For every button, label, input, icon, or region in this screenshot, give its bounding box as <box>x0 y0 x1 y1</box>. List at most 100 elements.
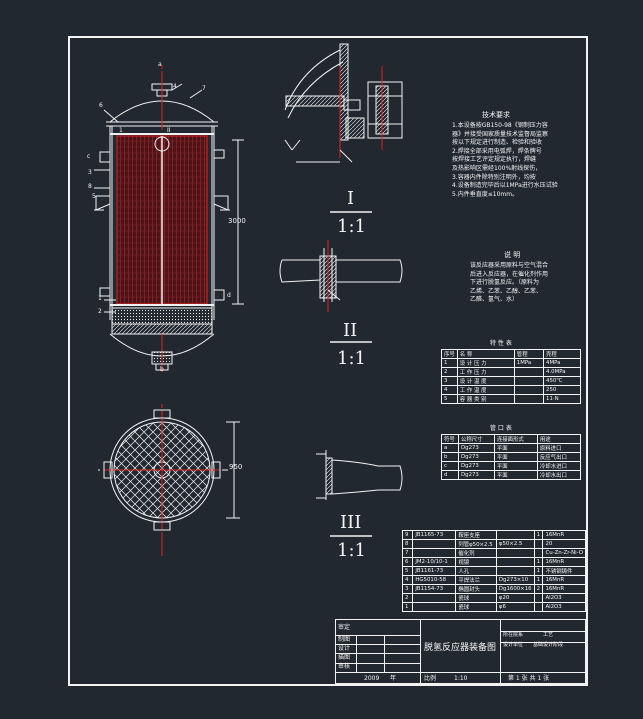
table-cell: 5 <box>401 566 414 576</box>
table-cell: 工 作 温 度 <box>456 385 515 395</box>
title-block: 制图 设计 描图 审核 审定 脱氢反应器装备图 所在院系 工艺 设计单位 基础设… <box>335 619 587 684</box>
table-cell <box>412 593 457 603</box>
table-row: 5 容 器 类 别 11·N <box>441 394 581 404</box>
table-cell: 250 <box>543 385 581 395</box>
table-cell: 16MnR <box>542 530 586 540</box>
table-header: 壳程 <box>543 349 581 359</box>
tech-req-text: 1.本设备按GB150-98《钢制压力容 器》并接受国家质量技术监督局监察 按以… <box>452 122 582 199</box>
table-cell: 椭圆封头 <box>455 584 497 594</box>
table-cell: JB1161-73 <box>412 566 457 576</box>
table-cell: 原料进口 <box>536 443 582 453</box>
table-row: 序号 名 称 管程 壳程 <box>441 349 581 359</box>
instructions-line: 下进行脱氢反应。（原料为 <box>470 279 540 287</box>
tb-scale-label: 比例 <box>424 675 437 682</box>
tb-col <box>384 635 385 672</box>
table-cell: a <box>441 443 459 453</box>
table-cell: JM2-10/10-1 <box>412 557 457 567</box>
table-row: 1 设 计 压 力 1MPa 4MPa <box>441 358 581 368</box>
table-row: c Dg273 平面 冷却水进口 <box>441 461 582 471</box>
spec-table-title: 特 性 表 <box>490 340 512 347</box>
table-cell: 8 <box>401 539 414 549</box>
table-cell: 3 <box>401 584 414 594</box>
table-cell <box>495 530 535 540</box>
table-row: d Dg273 平面 冷却水出口 <box>441 470 582 480</box>
table-cell: 冷却水出口 <box>536 470 582 480</box>
instructions-text: 该反应器采用原料与空气混合 后进入反应器，在催化剂作用 下进行脱氢反应。（原料为… <box>470 262 584 305</box>
table-cell: 1MPa <box>513 358 545 368</box>
tb-sheet: 第 1 张 共 1 张 <box>508 675 550 682</box>
table-cell: 视镜 <box>455 557 497 567</box>
title-block-bottom: 2009 年 比例 1:10 第 1 张 共 1 张 <box>336 672 585 684</box>
table-cell: 16MnR <box>542 575 586 585</box>
table-cell: 1 <box>533 557 544 567</box>
table-cell <box>513 367 545 377</box>
label-a: a <box>158 61 162 68</box>
table-cell: Dg1600×16 <box>495 584 535 594</box>
table-cell: φ6 <box>495 602 535 612</box>
table-cell: JB1154-73 <box>412 584 457 594</box>
table-cell: 7 <box>401 548 414 558</box>
table-cell: HG5010-58 <box>412 575 457 585</box>
section-tag-II: II <box>167 127 171 134</box>
tb-row <box>336 635 420 645</box>
label-5: 5 <box>92 193 96 200</box>
table-cell: Al2O3 <box>542 602 586 612</box>
dim-3000: 3000 <box>228 217 246 225</box>
table-cell <box>533 539 544 549</box>
table-cell: 1 <box>533 566 544 576</box>
tb-row <box>501 631 587 643</box>
tech-req-line: 2.焊接全部采用电弧焊，焊条牌号 <box>452 147 542 155</box>
table-cell: 鞍座支座 <box>455 530 497 540</box>
tech-req-line: 4.设备制造完毕后以1MPa进行水压试验 <box>452 182 558 190</box>
tb-label: 描图 <box>338 654 351 661</box>
table-cell: 瓷球 <box>455 593 497 603</box>
table-cell: 设 计 压 力 <box>456 358 515 368</box>
table-cell: 设 计 温 度 <box>456 376 515 386</box>
table-header: 符号 <box>441 434 459 444</box>
detail-II-scale: 1:1 <box>337 348 366 369</box>
table-cell: 5 <box>441 394 458 404</box>
table-cell: 16MnR <box>542 584 586 594</box>
table-cell: 人孔 <box>455 566 497 576</box>
table-cell: c <box>441 461 459 471</box>
tb-year-unit: 年 <box>390 675 397 682</box>
table-cell: Dg273 <box>458 443 495 453</box>
table-cell: b <box>441 452 459 462</box>
table-cell <box>495 566 535 576</box>
tb-row <box>336 644 420 654</box>
tech-req-line: 按以下规定进行制造、检验和验收 <box>452 139 543 147</box>
table-cell: 4.0MPa <box>543 367 581 377</box>
label-d: d <box>227 292 231 299</box>
table-cell: 平面 <box>493 470 538 480</box>
drawing-name: 脱氢反应器装备图 <box>424 643 497 653</box>
nozzle-table-title: 管 口 表 <box>490 425 512 432</box>
instructions-line: 乙烯、乙苯、乙醇、乙苯、 <box>470 287 543 295</box>
tb-unit-label: 设计单位 <box>503 642 524 648</box>
table-cell: 1 <box>533 575 544 585</box>
plan-view-drawing <box>98 404 240 556</box>
table-cell <box>513 394 545 404</box>
detail-I-drawing <box>284 43 403 213</box>
drawing-border <box>68 36 588 686</box>
table-cell: 4 <box>401 575 414 585</box>
detail-III-scale: 1:1 <box>337 540 366 561</box>
spec-table: 序号 名 称 管程 壳程 1 设 计 压 力 1MPa 4MPa 2 工 作 压… <box>441 349 581 404</box>
tb-row <box>336 653 420 664</box>
table-header: 用途 <box>536 434 582 444</box>
table-header: 连接面形式 <box>493 434 538 444</box>
table-cell: 平焊法兰 <box>455 575 497 585</box>
label-c: c <box>87 153 91 160</box>
table-cell: 列管φ50×2.5 <box>455 539 497 549</box>
table-cell: Dg273 <box>458 452 495 462</box>
label-6: 6 <box>99 102 103 109</box>
table-cell <box>412 539 457 549</box>
label-7: 7 <box>202 85 206 92</box>
table-cell: 11·N <box>543 394 581 404</box>
table-cell: 3 <box>441 376 458 386</box>
table-cell <box>513 385 545 395</box>
